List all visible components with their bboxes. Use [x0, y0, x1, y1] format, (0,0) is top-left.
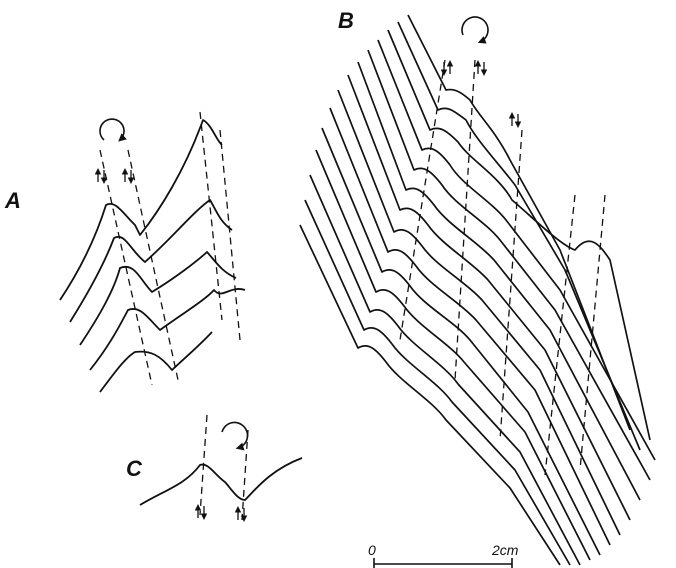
panel-b	[299, 14, 656, 566]
panel-c-axial-traces	[199, 414, 249, 521]
panel-c	[139, 414, 303, 522]
panel-b-label: B	[338, 8, 354, 33]
panel-a-layer	[89, 288, 246, 371]
rotation-arrow-icon	[221, 421, 249, 451]
shear-sense-arrows-icon	[94, 168, 135, 184]
panel-b-layer	[377, 39, 656, 461]
panel-b-layer	[357, 61, 641, 501]
scale-start-label: 0	[368, 542, 376, 558]
panel-a-layer	[69, 199, 233, 323]
panel-a	[59, 111, 246, 393]
panel-a-layer	[79, 251, 237, 346]
panel-b-layer	[337, 89, 621, 536]
panel-a-label: A	[5, 188, 21, 213]
rotation-arrow-icon	[461, 16, 489, 44]
panel-b-axial-traces	[399, 59, 606, 476]
panel-b-layer	[321, 127, 601, 556]
panel-a-layer	[99, 331, 213, 393]
panel-c-layer	[139, 457, 303, 506]
panel-b-layer	[367, 49, 651, 481]
panel-b-layer	[397, 21, 641, 451]
scale-end-label: 2cm	[492, 542, 519, 558]
shear-sense-arrows-icon	[194, 504, 248, 522]
panel-b-layer	[304, 199, 571, 566]
rotation-arrow-icon	[99, 118, 127, 142]
shear-sense-arrows-icon	[440, 60, 522, 128]
panel-c-label: C	[126, 456, 142, 481]
panel-b-layer	[329, 107, 611, 546]
panel-b-layer	[407, 14, 631, 431]
scale-bar	[373, 558, 513, 568]
panel-b-layer	[315, 149, 591, 561]
panel-a-layer	[59, 119, 223, 301]
panel-b-layer	[347, 74, 631, 521]
panel-b-layer	[309, 174, 581, 566]
panel-a-axial-traces	[99, 111, 241, 386]
panel-b-layer	[387, 29, 651, 441]
panel-b-layer	[299, 224, 561, 566]
